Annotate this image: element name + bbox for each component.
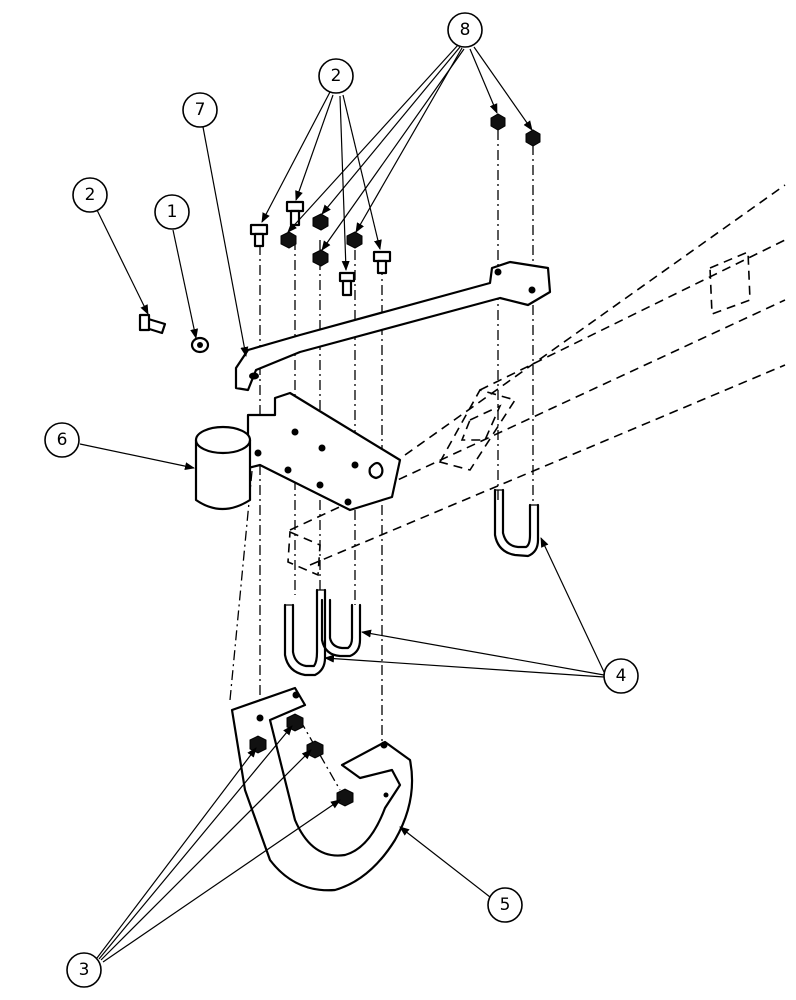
callout-2-top: 2: [318, 58, 354, 94]
bolt-icon: [249, 223, 269, 248]
callout-4: 4: [603, 658, 639, 694]
svg-text:2: 2: [331, 66, 342, 86]
bolt-icon: [372, 250, 392, 275]
svg-text:6: 6: [57, 430, 68, 450]
nut-icon: [312, 249, 329, 267]
nut-icon: [249, 735, 267, 754]
nut-icon: [346, 231, 363, 249]
callout-3: 3: [66, 952, 102, 988]
nut-icon: [280, 231, 297, 249]
svg-text:2: 2: [85, 185, 96, 205]
callout-1: 1: [154, 194, 190, 230]
svg-text:8: 8: [460, 20, 471, 40]
svg-text:7: 7: [195, 100, 206, 120]
svg-text:5: 5: [500, 895, 511, 915]
nut-icon: [336, 788, 354, 807]
callout-8: 8: [447, 12, 483, 48]
bolt-icon: [138, 313, 167, 335]
bolt-icon: [285, 200, 305, 227]
u-bolt-part-4-left: [283, 588, 327, 677]
mounting-bar-part-7: [234, 260, 552, 392]
callout-6: 6: [44, 422, 80, 458]
bolt-icon: [338, 271, 356, 297]
nuts-part-8: [280, 113, 541, 267]
svg-text:1: 1: [167, 202, 178, 222]
bracket-plate-part-6: [238, 391, 402, 512]
washer-part-1: [190, 336, 210, 354]
bolts-part-2: [138, 200, 392, 335]
frame-tube-outline: [287, 184, 786, 577]
nut-icon: [306, 740, 324, 759]
svg-text:4: 4: [616, 666, 627, 686]
callout-5: 5: [487, 887, 523, 923]
strap-part-5: [230, 686, 414, 892]
svg-text:3: 3: [79, 960, 90, 980]
nut-icon: [312, 213, 329, 231]
leader-lines: [79, 44, 605, 963]
u-bolt-part-4-right: [493, 488, 540, 558]
callout-7: 7: [182, 92, 218, 128]
u-bolt-part-4-center: [320, 598, 362, 658]
cylinder-part-6: [194, 425, 252, 511]
nut-icon: [525, 129, 541, 147]
callout-2-left: 2: [72, 177, 108, 213]
nut-icon: [490, 113, 506, 131]
